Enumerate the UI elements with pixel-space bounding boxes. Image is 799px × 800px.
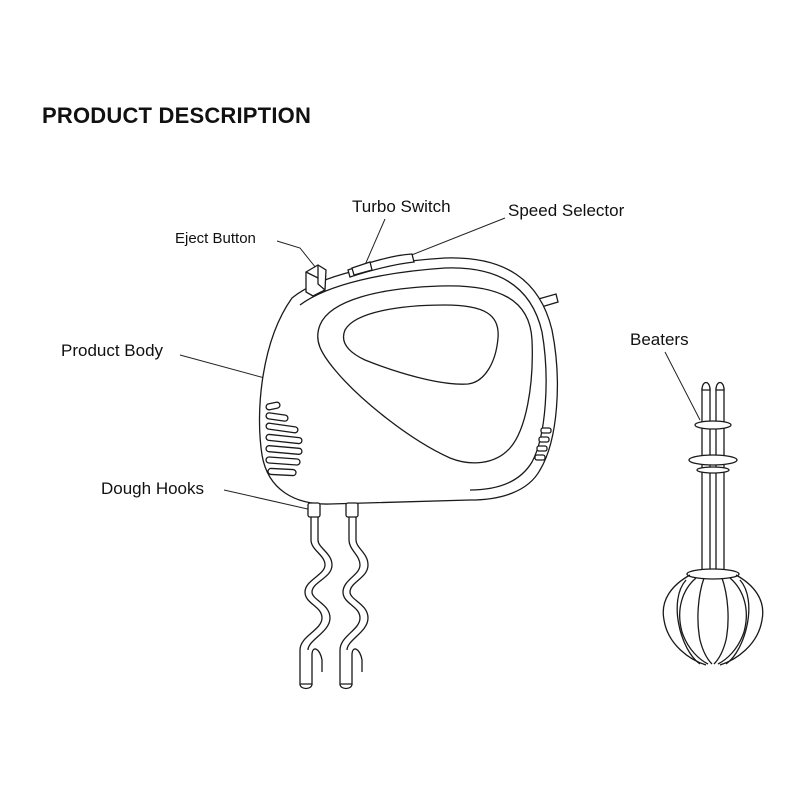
label-turbo-switch: Turbo Switch [352, 197, 451, 216]
label-dough-hooks: Dough Hooks [101, 479, 205, 498]
beaters-icon [662, 381, 764, 666]
label-speed-selector: Speed Selector [508, 201, 625, 220]
vent-slots [265, 401, 303, 477]
side-vents [534, 427, 552, 461]
label-product-body: Product Body [61, 341, 164, 360]
hand-mixer-icon [258, 253, 559, 518]
label-beaters: Beaters [630, 330, 689, 349]
dough-hooks-icon [299, 517, 369, 690]
label-eject-button: Eject Button [175, 230, 256, 247]
leader-lines [179, 217, 701, 511]
page-title: PRODUCT DESCRIPTION [42, 103, 312, 128]
